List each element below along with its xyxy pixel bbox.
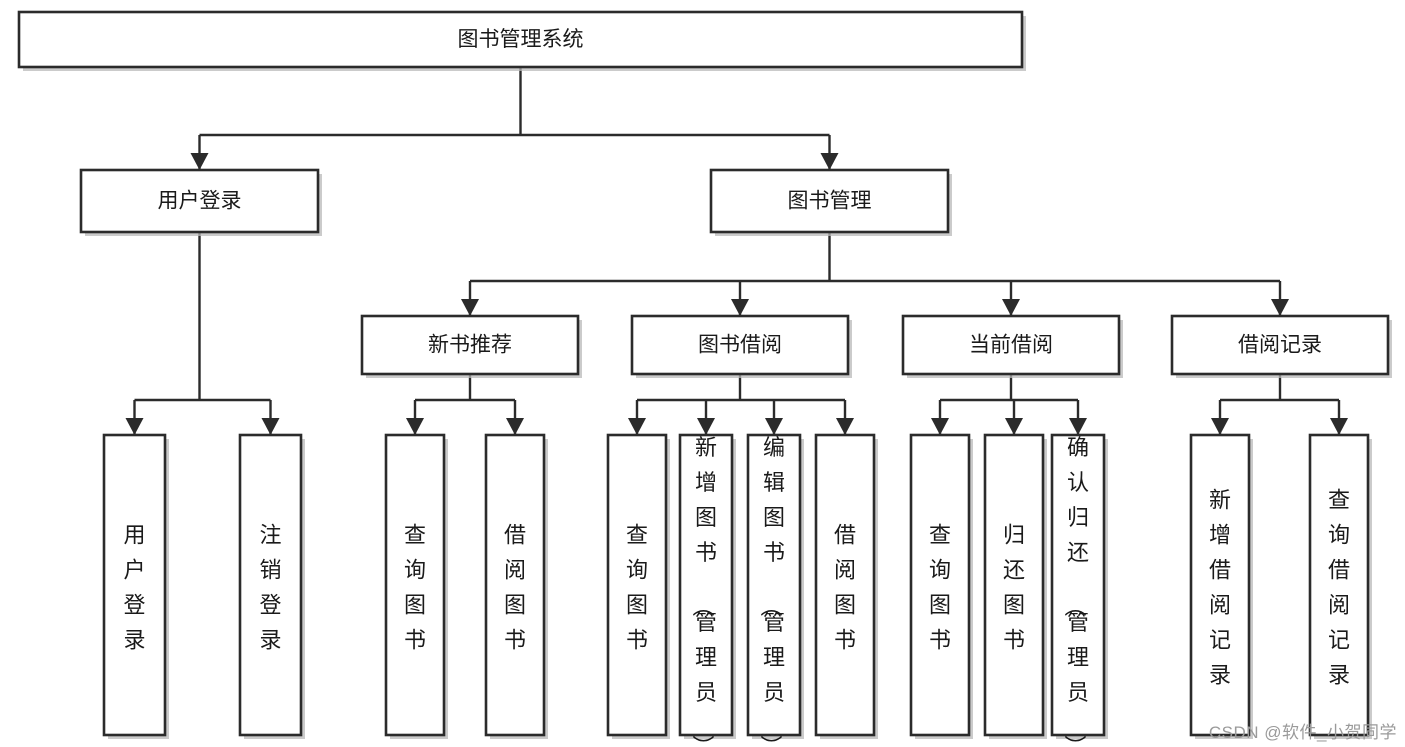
node-label: 当前借阅 — [969, 334, 1053, 357]
arrow-head-icon — [125, 418, 144, 435]
node-book-borrow[interactable]: 图书借阅 — [630, 314, 852, 378]
node-box[interactable] — [17, 10, 1024, 69]
node-label: 查询图书 — [626, 522, 648, 652]
connector-group-user-login — [125, 232, 280, 435]
node-leaf-query-book-3[interactable]: 查询图书 — [909, 433, 973, 739]
node-leaf-query-book-2[interactable]: 查询图书 — [606, 433, 670, 739]
connector-group-root — [190, 67, 839, 170]
connector-group-book-manage — [461, 232, 1289, 316]
node-label: 借阅图书 — [834, 522, 856, 652]
node-user-login[interactable]: 用户登录 — [79, 168, 322, 236]
node-root[interactable]: 图书管理系统 — [17, 10, 1026, 71]
node-label: 借阅图书 — [504, 522, 526, 652]
connector-layer — [125, 67, 1348, 435]
node-book-manage[interactable]: 图书管理 — [709, 168, 952, 236]
arrow-head-icon — [836, 418, 854, 435]
node-label: 查询图书 — [929, 522, 951, 652]
arrow-head-icon — [1271, 299, 1289, 316]
node-box[interactable] — [102, 433, 167, 737]
node-label: 图书管理系统 — [458, 28, 584, 51]
node-label: 编辑图书（管理员） — [758, 435, 785, 747]
node-box[interactable] — [630, 314, 850, 376]
node-box[interactable] — [709, 168, 950, 234]
node-box[interactable] — [484, 433, 546, 737]
arrow-head-icon — [731, 299, 749, 316]
arrow-head-icon — [190, 153, 209, 170]
node-label: 借阅记录 — [1238, 334, 1322, 357]
arrow-head-icon — [1330, 418, 1348, 435]
node-layer: 图书管理系统用户登录图书管理新书推荐图书借阅当前借阅借阅记录用户登录注销登录查询… — [17, 10, 1392, 747]
node-box[interactable] — [238, 433, 303, 737]
node-leaf-query-book-1[interactable]: 查询图书 — [384, 433, 448, 739]
node-box[interactable] — [901, 314, 1121, 376]
arrow-head-icon — [1002, 299, 1020, 316]
node-box[interactable] — [606, 433, 668, 737]
node-box[interactable] — [384, 433, 446, 737]
node-box[interactable] — [814, 433, 876, 737]
node-leaf-return-book[interactable]: 归还图书 — [983, 433, 1047, 739]
node-leaf-confirm-return[interactable]: 确认归还（管理员） — [1050, 433, 1108, 747]
node-leaf-add-record[interactable]: 新增借阅记录 — [1189, 433, 1253, 739]
connector-group-borrow-record — [1211, 374, 1348, 435]
arrow-head-icon — [765, 418, 783, 435]
node-borrow-record[interactable]: 借阅记录 — [1170, 314, 1392, 378]
node-box[interactable] — [79, 168, 320, 234]
node-box[interactable] — [1189, 433, 1251, 737]
node-label: 注销登录 — [259, 522, 281, 652]
arrow-head-icon — [931, 418, 949, 435]
arrow-head-icon — [697, 418, 715, 435]
connector-group-new-book-rec — [406, 374, 524, 435]
arrow-head-icon — [261, 418, 280, 435]
node-label: 确认归还（管理员） — [1062, 435, 1089, 747]
node-label: 查询借阅记录 — [1328, 487, 1350, 687]
node-box[interactable] — [1050, 433, 1106, 737]
node-box[interactable] — [746, 433, 802, 737]
node-leaf-borrow-book-1[interactable]: 借阅图书 — [484, 433, 548, 739]
node-box[interactable] — [909, 433, 971, 737]
arrow-head-icon — [1069, 418, 1087, 435]
node-current-borrow[interactable]: 当前借阅 — [901, 314, 1123, 378]
node-label: 归还图书 — [1003, 522, 1025, 652]
node-label: 新增图书（管理员） — [690, 435, 717, 747]
arrow-head-icon — [628, 418, 646, 435]
arrow-head-icon — [1211, 418, 1229, 435]
node-new-book-rec[interactable]: 新书推荐 — [360, 314, 582, 378]
node-box[interactable] — [678, 433, 734, 737]
node-box[interactable] — [1170, 314, 1390, 376]
arrow-head-icon — [461, 299, 479, 316]
node-leaf-edit-book[interactable]: 编辑图书（管理员） — [746, 433, 804, 747]
node-label: 查询图书 — [404, 522, 426, 652]
node-label: 新增借阅记录 — [1209, 487, 1231, 687]
arrow-head-icon — [506, 418, 524, 435]
node-leaf-borrow-book-2[interactable]: 借阅图书 — [814, 433, 878, 739]
arrow-head-icon — [1005, 418, 1023, 435]
connector-group-book-borrow — [628, 374, 854, 435]
node-label: 图书管理 — [788, 190, 872, 213]
node-label: 图书借阅 — [698, 334, 782, 357]
node-box[interactable] — [983, 433, 1045, 737]
node-leaf-user-login[interactable]: 用户登录 — [102, 433, 169, 739]
node-box[interactable] — [360, 314, 580, 376]
node-leaf-query-record[interactable]: 查询借阅记录 — [1308, 433, 1372, 739]
node-label: 用户登录 — [123, 522, 145, 652]
node-leaf-logout-login[interactable]: 注销登录 — [238, 433, 305, 739]
node-box[interactable] — [1308, 433, 1370, 737]
connector-group-current-borrow — [931, 374, 1087, 435]
node-label: 新书推荐 — [428, 334, 512, 357]
node-label: 用户登录 — [158, 190, 242, 213]
arrow-head-icon — [406, 418, 424, 435]
arrow-head-icon — [820, 153, 839, 170]
node-leaf-add-book[interactable]: 新增图书（管理员） — [678, 433, 736, 747]
